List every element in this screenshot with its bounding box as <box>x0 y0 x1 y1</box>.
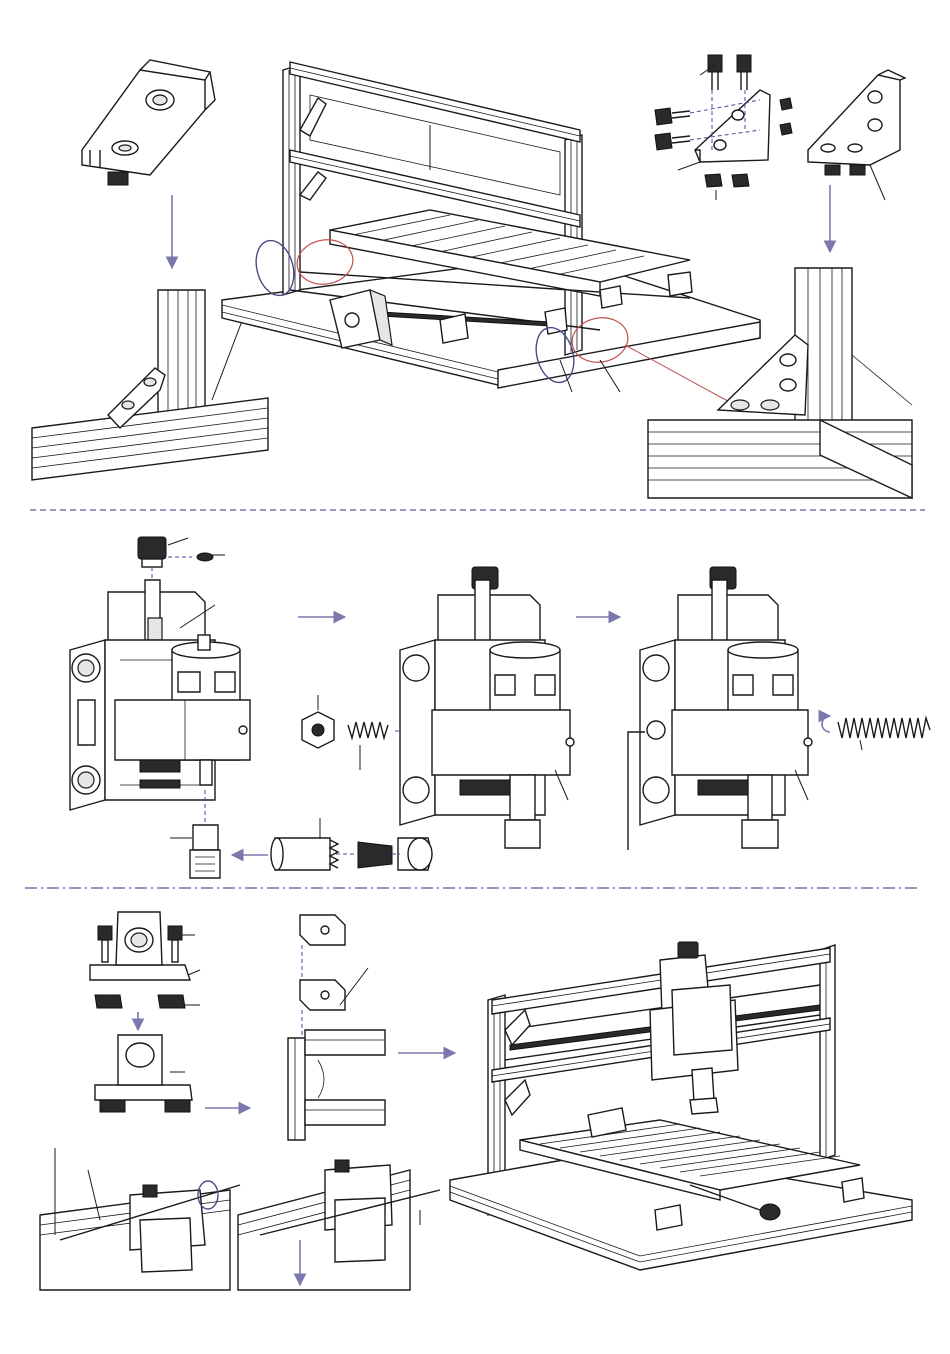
cnc-machine-icon <box>450 942 912 1270</box>
spindle-assembly-2 <box>400 567 574 848</box>
shaft-support-assembled <box>95 1035 192 1112</box>
corner-bracket-assembled <box>808 70 905 200</box>
nut-icon <box>302 695 334 748</box>
section-frame-assembly <box>32 55 912 498</box>
gantry-detail-2 <box>238 1160 440 1290</box>
section-gantry-assembly <box>40 912 912 1290</box>
spring-long-icon <box>838 718 930 750</box>
clip-icon <box>300 915 368 1035</box>
corner-bracket-exploded <box>678 90 792 200</box>
aluminum-frame-icon <box>222 62 760 405</box>
gantry-detail-1 <box>40 1148 240 1290</box>
collet-small-icon <box>170 825 220 878</box>
collet-icon <box>271 818 432 870</box>
shaft-support-icon <box>90 912 200 1008</box>
knob-icon <box>138 537 225 585</box>
spindle-assembly-3 <box>628 567 830 850</box>
extrusion-detail <box>288 1030 385 1140</box>
corner-bracket-icon <box>82 60 215 185</box>
section-spindle-assembly <box>70 537 930 878</box>
